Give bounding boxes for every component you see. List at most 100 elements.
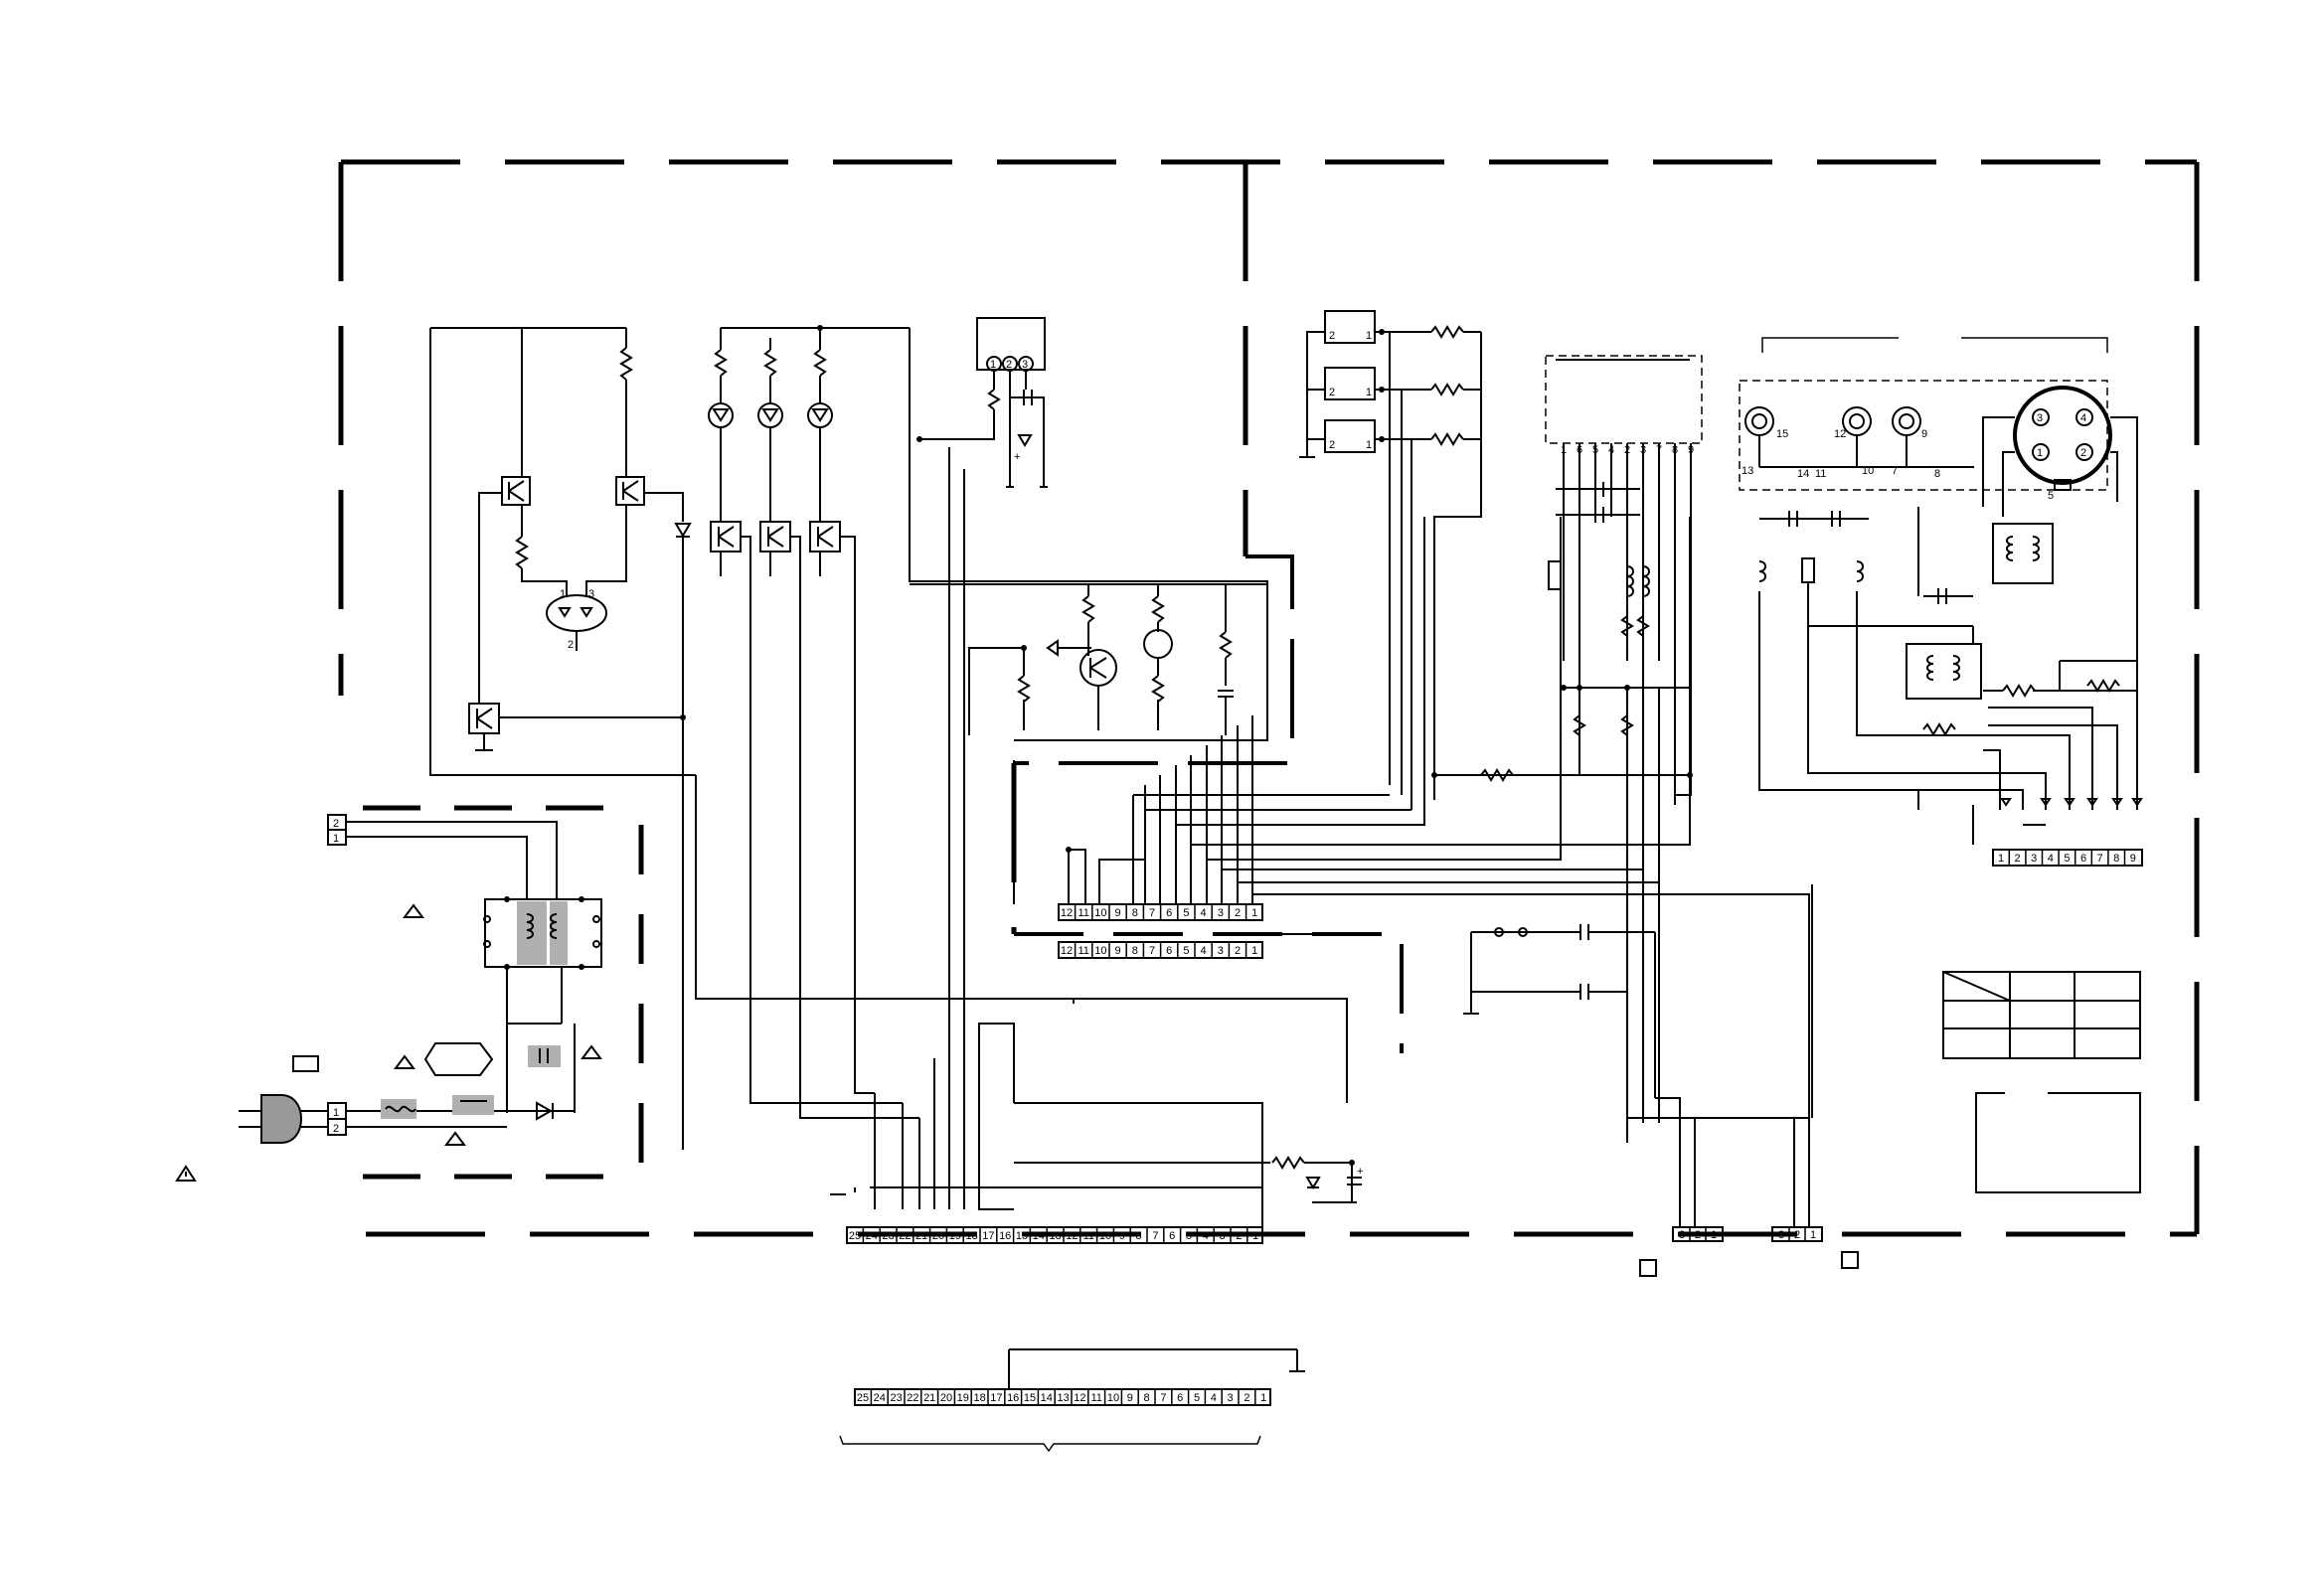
bus-bottom-pin-11: 11 bbox=[1090, 1392, 1101, 1404]
bus-bottom-pin-13: 13 bbox=[1057, 1392, 1069, 1404]
main-bottom-pin-8: 8 bbox=[1132, 945, 1138, 957]
bus-top-pin-22: 22 bbox=[899, 1230, 911, 1242]
main-bottom-pin-10: 10 bbox=[1094, 945, 1106, 957]
main-top-pin-10: 10 bbox=[1094, 907, 1106, 919]
sw2-pin-1: 1 bbox=[1366, 387, 1372, 398]
right-conn-pin-9: 9 bbox=[2130, 853, 2136, 865]
bus-top-pin-16: 16 bbox=[999, 1230, 1011, 1242]
bus-top-pin-5: 5 bbox=[1186, 1230, 1192, 1242]
bus-top-pin-20: 20 bbox=[932, 1230, 944, 1242]
jack-label-11: 11 bbox=[1815, 468, 1826, 480]
right-conn-pin-3: 3 bbox=[2031, 853, 2037, 865]
right-conn-pin-5: 5 bbox=[2064, 853, 2070, 865]
right-conn-pin-1: 1 bbox=[1998, 853, 2004, 865]
bus-top-pin-8: 8 bbox=[1136, 1230, 1142, 1242]
bus-top-pin-6: 6 bbox=[1169, 1230, 1175, 1242]
din-pin-4: 4 bbox=[2080, 412, 2086, 424]
right-conn-pin-7: 7 bbox=[2097, 853, 2103, 865]
bus-top-pin-14: 14 bbox=[1033, 1230, 1045, 1242]
main-top-pin-8: 8 bbox=[1132, 907, 1138, 919]
main-bottom-pin-12: 12 bbox=[1061, 945, 1073, 957]
small-b-pin-1: 1 bbox=[1810, 1229, 1816, 1241]
right-conn-pin-8: 8 bbox=[2113, 853, 2119, 865]
bus-bottom-pin-20: 20 bbox=[940, 1392, 952, 1404]
din-pin-3: 3 bbox=[2037, 412, 2043, 424]
opto-pin-3: 3 bbox=[588, 588, 594, 600]
small-a-pin-2: 2 bbox=[1695, 1229, 1701, 1241]
bus-top-pin-10: 10 bbox=[1099, 1230, 1111, 1242]
main-bottom-pin-11: 11 bbox=[1078, 945, 1088, 957]
power-pin-2: 2 bbox=[333, 1123, 339, 1135]
bus-bottom-pin-23: 23 bbox=[890, 1392, 902, 1404]
jack-label-15: 15 bbox=[1776, 428, 1788, 440]
main-top-pin-6: 6 bbox=[1166, 907, 1172, 919]
main-top-pin-11: 11 bbox=[1078, 907, 1088, 919]
bus-top-pin-24: 24 bbox=[866, 1230, 878, 1242]
bus-bottom-pin-17: 17 bbox=[990, 1392, 1002, 1404]
bus-bottom-pin-12: 12 bbox=[1074, 1392, 1085, 1404]
bus-bottom-pin-9: 9 bbox=[1127, 1392, 1133, 1404]
led-indicators bbox=[708, 325, 1268, 1119]
bus-bottom-pin-8: 8 bbox=[1144, 1392, 1150, 1404]
opto-pin-2: 2 bbox=[568, 639, 574, 651]
top-power-pin-2: 2 bbox=[333, 818, 339, 830]
power-pin-1: 1 bbox=[333, 1107, 339, 1119]
info-table bbox=[1942, 971, 2141, 1059]
jack-label-7: 7 bbox=[1892, 465, 1898, 477]
bus-top-pin-9: 9 bbox=[1119, 1230, 1125, 1242]
bus-bottom-pin-15: 15 bbox=[1024, 1392, 1036, 1404]
right-conn-pin-6: 6 bbox=[2080, 853, 2086, 865]
bus-bottom-pin-14: 14 bbox=[1041, 1392, 1053, 1404]
jack-label-9: 9 bbox=[1921, 428, 1927, 440]
bus-top-pin-23: 23 bbox=[882, 1230, 894, 1242]
bus-top-pin-25: 25 bbox=[849, 1230, 861, 1242]
bus-top-pin-11: 11 bbox=[1082, 1230, 1093, 1242]
bus-bottom-pin-4: 4 bbox=[1211, 1392, 1217, 1404]
main-top-pin-2: 2 bbox=[1235, 907, 1241, 919]
main-top-pin-3: 3 bbox=[1218, 907, 1224, 919]
power-supply-circuit: 2 1 1 2 bbox=[175, 814, 602, 1182]
bus-top-pin-15: 15 bbox=[1016, 1230, 1028, 1242]
sensor-pin-3: 3 bbox=[1022, 359, 1028, 371]
small-a-pin-1: 1 bbox=[1711, 1229, 1717, 1241]
info-box bbox=[1975, 1091, 2141, 1193]
bus-bottom-pin-6: 6 bbox=[1177, 1392, 1183, 1404]
bus-top-pin-4: 4 bbox=[1203, 1230, 1209, 1242]
bus-top-pin-3: 3 bbox=[1220, 1230, 1226, 1242]
bus-bottom-pin-18: 18 bbox=[973, 1392, 985, 1404]
cap-plus: + bbox=[1014, 451, 1020, 463]
small-a-pin-3: 3 bbox=[1679, 1229, 1685, 1241]
bus-top-pin-13: 13 bbox=[1049, 1230, 1061, 1242]
bus-top-pin-18: 18 bbox=[965, 1230, 977, 1242]
small-b-pin-3: 3 bbox=[1778, 1229, 1784, 1241]
photo-sensor-circuit bbox=[910, 583, 1268, 740]
main-bottom-pin-7: 7 bbox=[1149, 945, 1155, 957]
bus-bottom-pin-19: 19 bbox=[957, 1392, 969, 1404]
main-top-pin-4: 4 bbox=[1201, 907, 1207, 919]
main-bottom-pin-1: 1 bbox=[1251, 945, 1257, 957]
bus-bottom-pin-1: 1 bbox=[1260, 1392, 1266, 1404]
bus-bottom-pin-25: 25 bbox=[857, 1392, 869, 1404]
small-b-pin-2: 2 bbox=[1794, 1229, 1800, 1241]
sw1-pin-2: 2 bbox=[1329, 330, 1335, 342]
main-bottom-pin-4: 4 bbox=[1201, 945, 1207, 957]
main-bottom-pin-5: 5 bbox=[1183, 945, 1189, 957]
power-board-outline bbox=[363, 805, 644, 1180]
switch-array: 2 1 2 1 2 1 bbox=[1299, 310, 1482, 810]
jack-label-13: 13 bbox=[1742, 465, 1753, 477]
sw3-pin-1: 1 bbox=[1366, 439, 1372, 451]
center-ic-block: 1 6 5 4 2 3 7 8 9 bbox=[1545, 355, 1703, 1143]
bus-top-pin-21: 21 bbox=[915, 1230, 927, 1242]
bus-top-pin-2: 2 bbox=[1236, 1230, 1242, 1242]
jack-label-14: 14 bbox=[1797, 468, 1809, 480]
jack-label-8: 8 bbox=[1934, 468, 1940, 480]
opto-pin-1: 1 bbox=[560, 588, 566, 600]
main-bottom-pin-6: 6 bbox=[1166, 945, 1172, 957]
sensor-module: 1 2 3 + bbox=[916, 317, 1048, 488]
jack-label-12: 12 bbox=[1834, 428, 1846, 440]
